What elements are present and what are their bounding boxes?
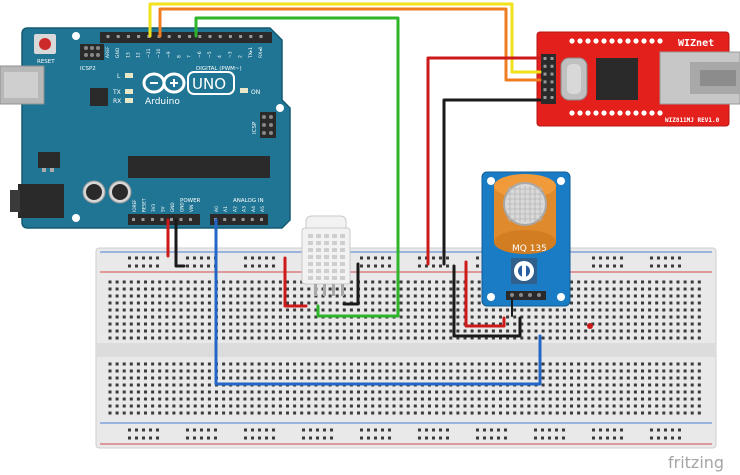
digital-pin-label: GND bbox=[115, 47, 121, 58]
wire-red-dht bbox=[283, 256, 308, 308]
wiznet-left-pins bbox=[543, 57, 554, 99]
digital-pin-label: ~5 bbox=[207, 51, 213, 58]
digital-pin-label: ~3 bbox=[227, 51, 233, 58]
wiznet-chip bbox=[596, 58, 638, 100]
power-pin-label: IOREF bbox=[132, 199, 137, 212]
analog-pin-label: A5 bbox=[260, 206, 266, 212]
digital-pin-label: 12 bbox=[136, 52, 142, 58]
wiznet-model: WIZ811MJ REV1.0 bbox=[665, 117, 720, 124]
dc-power-jack bbox=[18, 184, 64, 218]
breadboard-marker bbox=[587, 323, 593, 329]
dht-vent-grid bbox=[308, 234, 345, 280]
wire-black-arduino bbox=[174, 218, 186, 268]
wire-orange bbox=[158, 7, 542, 82]
analog-pin-label: A2 bbox=[232, 206, 238, 212]
status-leds: L TX RX bbox=[112, 73, 133, 105]
wire-red-mq bbox=[464, 260, 506, 328]
digital-pin-label: 2 bbox=[238, 55, 244, 58]
power-pin-label: GND bbox=[170, 202, 175, 212]
reset-label: RESET bbox=[37, 59, 55, 65]
power-pin-label: 3V3 bbox=[151, 203, 156, 212]
uno-logo-text: UNO bbox=[192, 75, 226, 93]
voltage-regulator bbox=[38, 152, 60, 168]
power-pin-label: 5V bbox=[161, 206, 166, 212]
digital-pin-label: ~9 bbox=[166, 51, 172, 58]
wiznet-bottom-pins bbox=[569, 110, 663, 116]
icsp2-label: ICSP2 bbox=[80, 66, 96, 72]
atmega-chip bbox=[128, 156, 270, 178]
wire-green bbox=[194, 16, 400, 318]
digital-pin-label: 4 bbox=[217, 55, 223, 58]
wire-yellow bbox=[148, 2, 542, 74]
digital-pin-label: 8 bbox=[176, 55, 182, 58]
digital-pin-label: TX▸1 bbox=[248, 47, 254, 59]
led-label-l: L bbox=[117, 73, 121, 80]
analog-label: ANALOG IN bbox=[233, 198, 264, 204]
sensor-mesh-grid bbox=[507, 186, 543, 222]
power-pin-labels: IOREF RESET 3V3 5V GND GND VIN bbox=[132, 198, 194, 212]
usb-chip bbox=[90, 88, 108, 106]
mq135-header bbox=[506, 291, 546, 300]
digital-pin-labels: AREF GND 13 12 ~11 ~10 ~9 8 7 ~6 ~5 4 ~3 2 TX▸1 RX◂0 bbox=[105, 46, 264, 59]
icsp-header bbox=[260, 112, 276, 138]
icsp2-header bbox=[80, 44, 104, 60]
on-label: ON bbox=[251, 89, 260, 96]
power-pin-label: RESET bbox=[142, 198, 147, 212]
digital-pin-label: AREF bbox=[105, 46, 111, 58]
digital-pin-label: ~6 bbox=[197, 51, 203, 58]
mq135-sensor: MQ 135 bbox=[481, 171, 571, 307]
power-header bbox=[128, 214, 200, 225]
led-label-tx: TX bbox=[112, 89, 121, 96]
arduino-brand-text: Arduino bbox=[145, 97, 180, 107]
fritzing-watermark: fritzing bbox=[668, 453, 724, 472]
breadboard bbox=[95, 247, 717, 449]
digital-header bbox=[100, 32, 272, 43]
dht-sensor bbox=[301, 215, 351, 296]
digital-pin-label: ~11 bbox=[146, 48, 152, 58]
wire-red-wiznet bbox=[426, 56, 542, 266]
wires bbox=[148, 2, 542, 386]
digital-pin-label: RX◂0 bbox=[258, 47, 264, 58]
power-pin-label: GND bbox=[180, 202, 185, 212]
digital-label: DIGITAL (PWM~) bbox=[196, 66, 242, 72]
analog-pin-label: A3 bbox=[242, 206, 248, 212]
digital-pin-label: 7 bbox=[187, 55, 193, 58]
power-pin-label: VIN bbox=[189, 205, 194, 212]
wire-black-wiznet bbox=[442, 98, 542, 266]
wiznet-module: WIZnet WIZ811MJ REV1.0 bbox=[536, 31, 740, 127]
analog-pin-label: A4 bbox=[251, 206, 257, 212]
wire-black-mq bbox=[452, 264, 522, 338]
analog-pin-label: A1 bbox=[223, 206, 229, 212]
arduino-logo: UNO Arduino bbox=[142, 71, 235, 107]
digital-pin-label: 13 bbox=[125, 52, 131, 58]
wiznet-left-header bbox=[541, 54, 556, 104]
led-label-rx: RX bbox=[113, 98, 121, 105]
power-label: POWER bbox=[180, 198, 201, 204]
digital-pin-label: ~10 bbox=[156, 48, 162, 58]
icsp-label: ICSP bbox=[252, 121, 258, 134]
wire-black-dht bbox=[342, 262, 360, 306]
analog-pin-label: A0 bbox=[214, 206, 220, 212]
wiznet-brand: WIZnet bbox=[678, 38, 714, 49]
wire-blue bbox=[214, 218, 542, 386]
analog-header bbox=[210, 214, 268, 225]
mq135-label: MQ 135 bbox=[512, 244, 547, 254]
wiznet-top-pins bbox=[569, 38, 663, 44]
